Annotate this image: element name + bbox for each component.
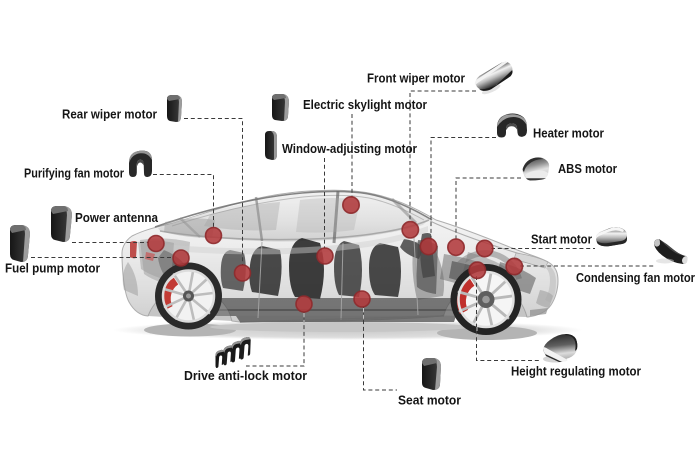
svg-text:Drive anti-lock motor: Drive anti-lock motor: [184, 369, 307, 383]
svg-text:Front wiper motor: Front wiper motor: [367, 72, 465, 86]
svg-text:Condensing fan motor: Condensing fan motor: [576, 271, 695, 285]
svg-text:Heater motor: Heater motor: [533, 127, 604, 141]
svg-text:Rear wiper motor: Rear wiper motor: [62, 108, 157, 122]
svg-text:Window-adjusting motor: Window-adjusting motor: [282, 142, 417, 156]
svg-text:ABS motor: ABS motor: [558, 162, 617, 176]
svg-text:Electric skylight motor: Electric skylight motor: [303, 98, 427, 112]
svg-text:Seat motor: Seat motor: [398, 394, 461, 408]
svg-text:Purifying fan motor: Purifying fan motor: [24, 167, 124, 181]
svg-text:Power antenna: Power antenna: [75, 211, 159, 225]
svg-text:Start motor: Start motor: [531, 233, 592, 247]
svg-text:Fuel pump motor: Fuel pump motor: [5, 262, 100, 276]
svg-text:Height regulating motor: Height regulating motor: [511, 365, 641, 379]
